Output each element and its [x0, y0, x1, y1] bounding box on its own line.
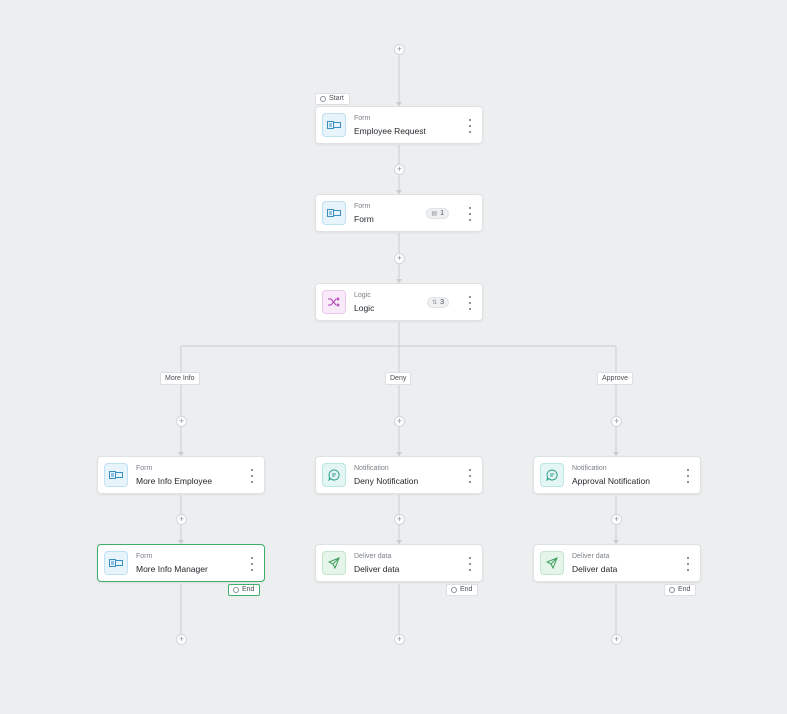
- end-icon: [233, 587, 239, 593]
- more-options-icon[interactable]: [466, 207, 474, 221]
- step-node-more-info-employee[interactable]: Form More Info Employee: [97, 456, 265, 494]
- step-type: Form: [136, 465, 153, 472]
- more-options-icon[interactable]: [684, 469, 692, 483]
- add-step-button[interactable]: +: [176, 514, 187, 525]
- end-tag: End: [228, 584, 261, 596]
- more-options-icon[interactable]: [466, 119, 474, 133]
- more-options-icon[interactable]: [466, 469, 474, 483]
- step-type: Deliver data: [354, 553, 392, 560]
- add-step-button[interactable]: +: [611, 416, 622, 427]
- branch-icon: ⇅: [432, 300, 438, 306]
- step-type: Form: [354, 115, 371, 122]
- end-tag: End: [664, 584, 697, 596]
- start-icon: [320, 96, 326, 102]
- add-step-button[interactable]: +: [394, 44, 405, 55]
- more-options-icon[interactable]: [248, 557, 256, 571]
- end-label: End: [242, 586, 255, 593]
- fields-icon: ▤: [431, 211, 438, 217]
- add-step-button[interactable]: +: [394, 514, 405, 525]
- step-node-employee-request[interactable]: Form Employee Request: [315, 106, 483, 144]
- add-step-button[interactable]: +: [394, 164, 405, 175]
- branch-label-approve[interactable]: Approve: [597, 372, 634, 385]
- step-node-approve-deliver-data[interactable]: Deliver data Deliver data: [533, 544, 701, 582]
- add-step-button[interactable]: +: [611, 514, 622, 525]
- step-node-more-info-manager[interactable]: Form More Info Manager: [97, 544, 265, 582]
- start-label: Start: [329, 95, 344, 102]
- step-title: Form: [354, 214, 374, 224]
- end-icon: [669, 587, 675, 593]
- end-tag: End: [446, 584, 479, 596]
- step-title: More Info Employee: [136, 476, 213, 486]
- end-label: End: [678, 586, 691, 593]
- add-step-button[interactable]: +: [394, 634, 405, 645]
- step-node-logic[interactable]: Logic Logic ⇅ 3: [315, 283, 483, 321]
- more-options-icon[interactable]: [466, 296, 474, 310]
- more-options-icon[interactable]: [466, 557, 474, 571]
- step-type: Deliver data: [572, 553, 610, 560]
- step-title: Employee Request: [354, 126, 426, 136]
- step-type: Logic: [354, 292, 371, 299]
- step-title: Deliver data: [354, 564, 400, 574]
- form-icon: [322, 201, 346, 225]
- chat-icon: [540, 463, 564, 487]
- more-options-icon[interactable]: [684, 557, 692, 571]
- chat-icon: [322, 463, 346, 487]
- add-step-button[interactable]: +: [611, 634, 622, 645]
- step-title: Deny Notification: [354, 476, 419, 486]
- form-icon: [322, 113, 346, 137]
- step-title: Deliver data: [572, 564, 618, 574]
- branch-count-badge: ⇅ 3: [427, 297, 449, 308]
- branch-label-deny[interactable]: Deny: [385, 372, 412, 385]
- form-icon: [104, 551, 128, 575]
- add-step-button[interactable]: +: [394, 253, 405, 264]
- more-options-icon[interactable]: [248, 469, 256, 483]
- field-count-badge: ▤ 1: [426, 208, 449, 219]
- send-icon: [540, 551, 564, 575]
- step-type: Form: [136, 553, 153, 560]
- step-title: Approval Notification: [572, 476, 650, 486]
- branch-label-more-info[interactable]: More Info: [160, 372, 200, 385]
- shuffle-icon: [322, 290, 346, 314]
- add-step-button[interactable]: +: [394, 416, 405, 427]
- badge-count: 1: [440, 210, 444, 217]
- end-label: End: [460, 586, 473, 593]
- step-type: Notification: [354, 465, 389, 472]
- end-icon: [451, 587, 457, 593]
- badge-count: 3: [440, 299, 444, 306]
- start-tag: Start: [315, 93, 350, 105]
- step-type: Notification: [572, 465, 607, 472]
- step-node-deny-notification[interactable]: Notification Deny Notification: [315, 456, 483, 494]
- step-title: Logic: [354, 303, 375, 313]
- step-type: Form: [354, 203, 371, 210]
- step-title: More Info Manager: [136, 564, 208, 574]
- add-step-button[interactable]: +: [176, 634, 187, 645]
- add-step-button[interactable]: +: [176, 416, 187, 427]
- step-node-form[interactable]: Form Form ▤ 1: [315, 194, 483, 232]
- step-node-approval-notification[interactable]: Notification Approval Notification: [533, 456, 701, 494]
- form-icon: [104, 463, 128, 487]
- send-icon: [322, 551, 346, 575]
- step-node-deny-deliver-data[interactable]: Deliver data Deliver data: [315, 544, 483, 582]
